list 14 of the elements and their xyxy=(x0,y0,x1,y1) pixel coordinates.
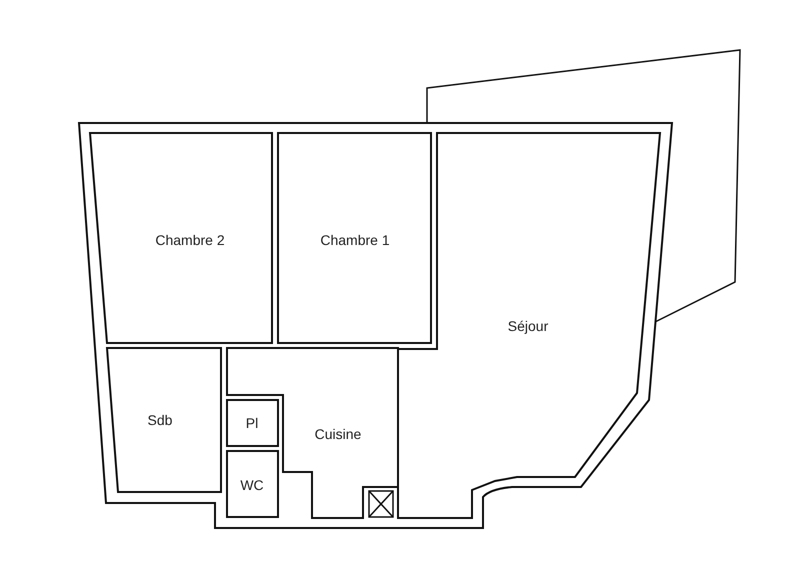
room xyxy=(90,133,272,343)
room-label: Sdb xyxy=(148,413,172,427)
room xyxy=(227,451,278,517)
room-label: Chambre 2 xyxy=(155,233,225,247)
room xyxy=(227,400,278,446)
room-label: Pl xyxy=(246,416,258,430)
room-label: Séjour xyxy=(508,319,548,333)
room-label: WC xyxy=(240,478,264,492)
room xyxy=(227,348,398,518)
room xyxy=(278,133,431,343)
room-label: Cuisine xyxy=(314,427,362,441)
room xyxy=(107,348,221,492)
room-label: Chambre 1 xyxy=(320,233,390,247)
room xyxy=(398,133,660,518)
